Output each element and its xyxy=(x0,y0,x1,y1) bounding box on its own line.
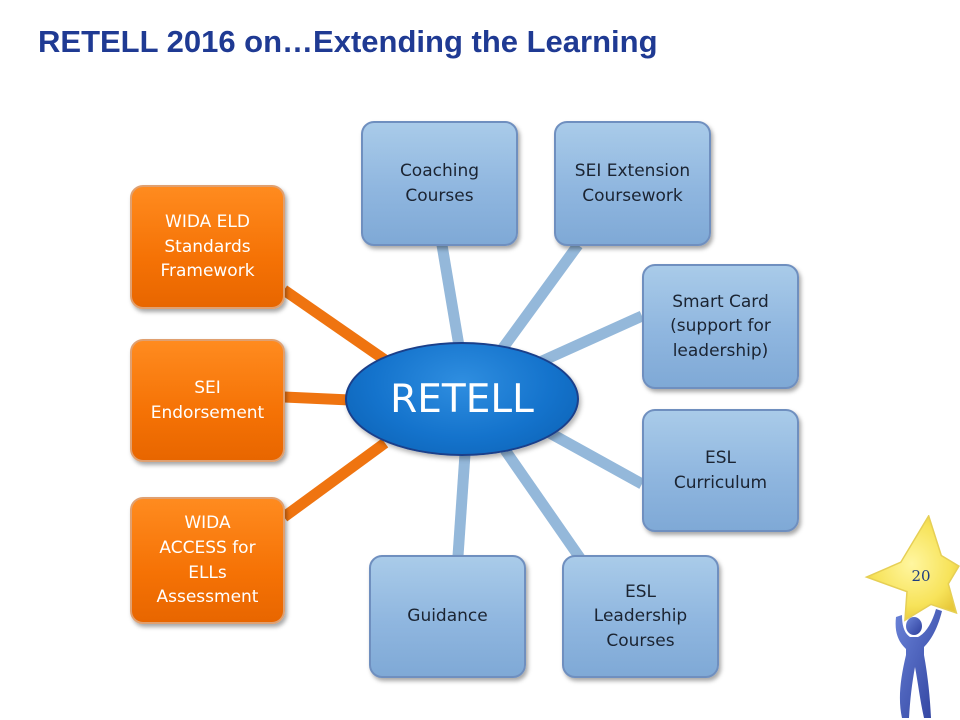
connector-sei-extension-coursework xyxy=(495,241,583,356)
node-guidance: Guidance xyxy=(369,555,526,678)
slide-title: RETELL 2016 on…Extending the Learning xyxy=(38,24,658,59)
hub-label: RETELL xyxy=(390,376,534,422)
star-person-icon xyxy=(864,515,960,718)
hub-retell: RETELL xyxy=(345,342,579,456)
page-number: 20 xyxy=(911,567,931,585)
node-wida-access: WIDA ACCESS for ELLs Assessment xyxy=(130,497,285,624)
connector-smart-card xyxy=(537,310,645,368)
node-wida-eld: WIDA ELD Standards Framework xyxy=(130,185,285,309)
node-label: Guidance xyxy=(407,606,488,627)
node-label: Coaching Courses xyxy=(399,160,480,206)
node-label: ESL Curriculum xyxy=(673,447,768,493)
node-label: Smart Card (support for leadership) xyxy=(670,291,771,361)
node-label: WIDA ACCESS for ELLs Assessment xyxy=(156,513,259,608)
connector-coaching-courses xyxy=(436,244,466,353)
node-sei-endorsement: SEI Endorsement xyxy=(130,339,285,462)
node-label: WIDA ELD Standards Framework xyxy=(160,212,255,282)
node-esl-curriculum: ESL Curriculum xyxy=(642,409,799,532)
connector-wida-eld xyxy=(280,285,389,365)
connector-esl-leadership-courses xyxy=(500,446,585,562)
node-label: SEI Extension Coursework xyxy=(574,160,691,206)
connector-sei-endorsement xyxy=(283,391,351,406)
connector-esl-curriculum xyxy=(545,427,645,489)
node-label: SEI Endorsement xyxy=(150,377,265,423)
node-coaching-courses: Coaching Courses xyxy=(361,121,518,246)
connector-guidance xyxy=(452,453,471,557)
node-esl-leadership-courses: ESL Leadership Courses xyxy=(562,555,719,678)
node-sei-extension-coursework: SEI Extension Coursework xyxy=(554,121,711,246)
connector-wida-access xyxy=(280,438,389,522)
node-smart-card: Smart Card (support for leadership) xyxy=(642,264,799,389)
node-label: ESL Leadership Courses xyxy=(593,581,688,651)
